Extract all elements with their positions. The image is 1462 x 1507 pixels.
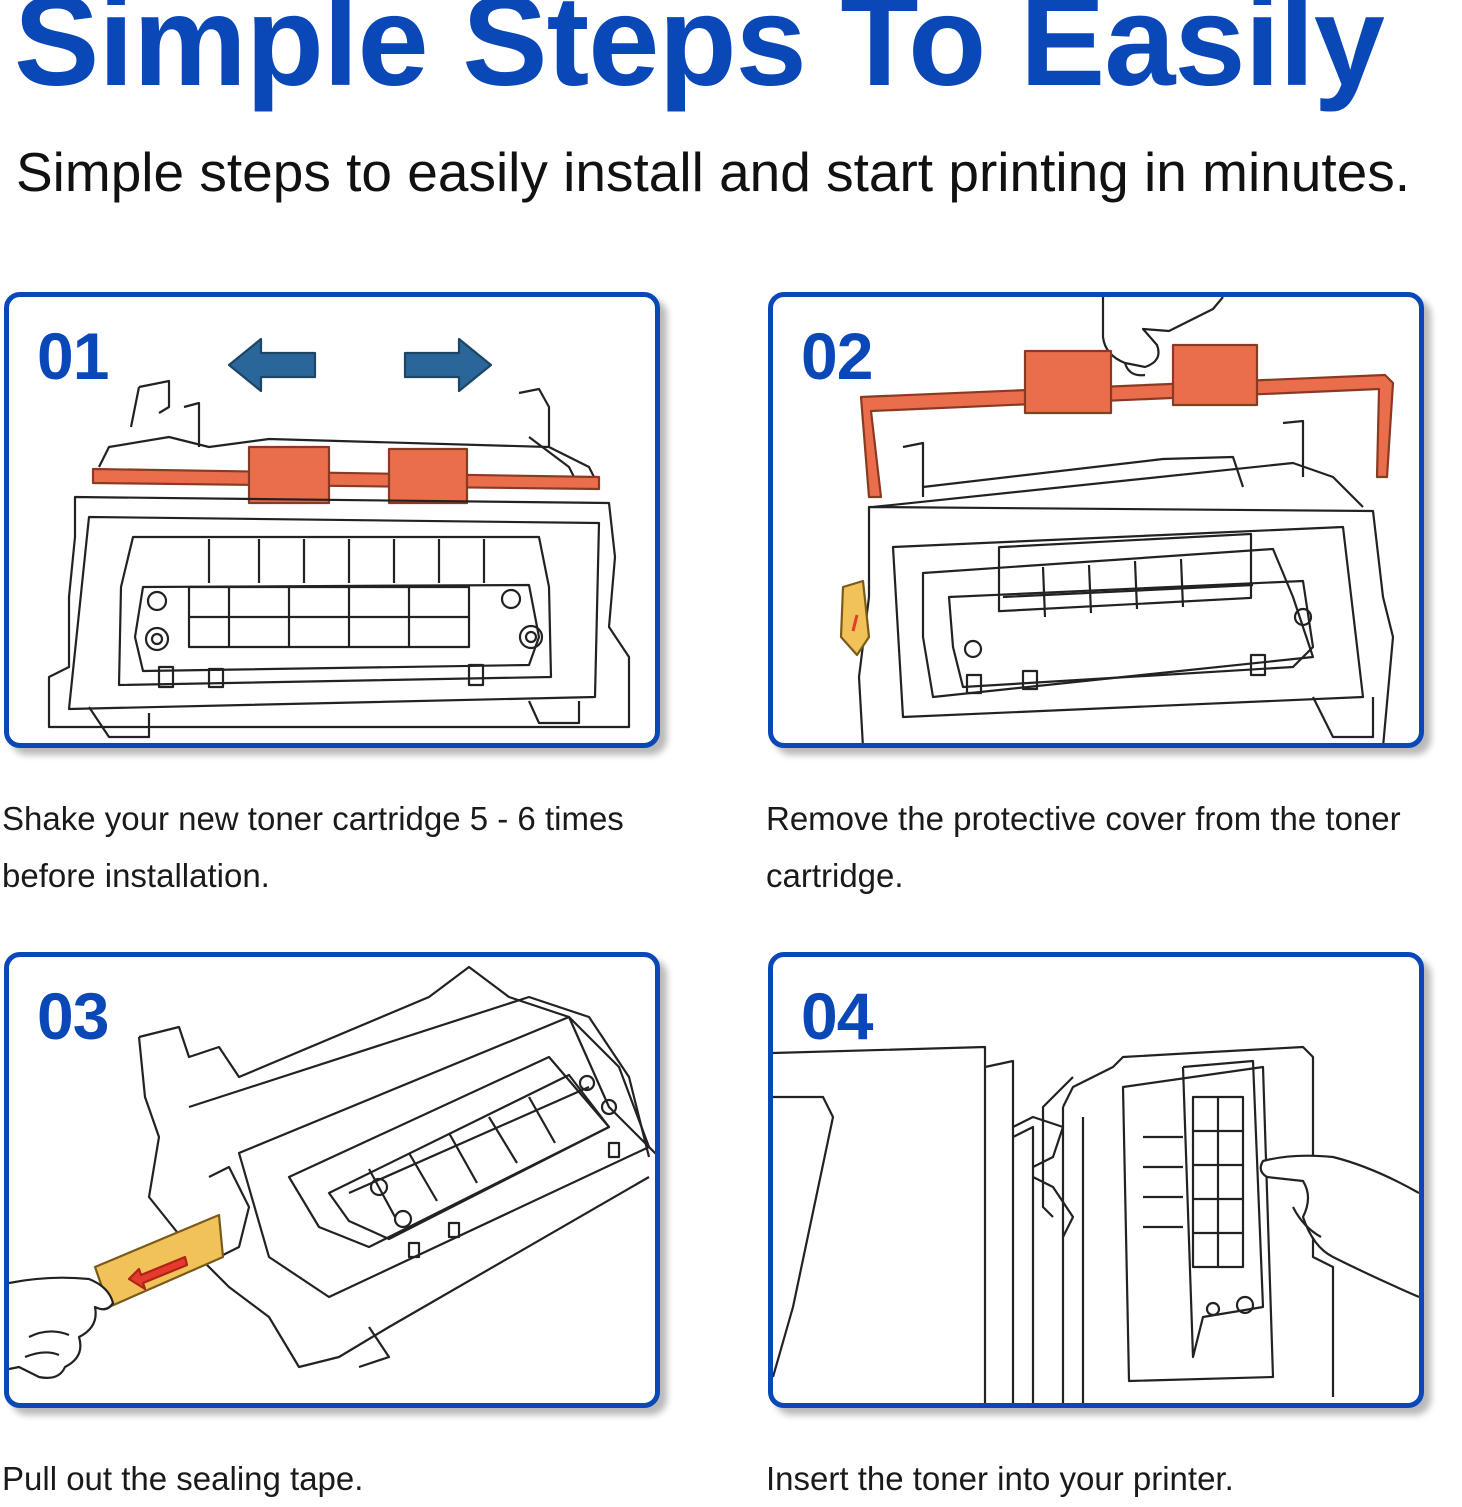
remove-protective-cover-illustration bbox=[839, 297, 1395, 743]
step-1-caption: Shake your new toner cartridge 5 - 6 tim… bbox=[2, 800, 624, 894]
insert-toner-into-printer-illustration bbox=[773, 1045, 1419, 1403]
step-4-caption: Insert the toner into your printer. bbox=[766, 1460, 1234, 1497]
step-1-panel: 01 bbox=[4, 292, 660, 748]
page-title: Simple Steps To Easily bbox=[14, 0, 1385, 113]
step-3-panel: 03 bbox=[4, 952, 660, 1408]
step-3-caption: Pull out the sealing tape. bbox=[2, 1460, 364, 1497]
step-4-number: 04 bbox=[801, 979, 873, 1053]
right-arrow-icon bbox=[403, 337, 493, 393]
page-subtitle: Simple steps to easily install and start… bbox=[16, 141, 1410, 203]
toner-cartridge-icon bbox=[1121, 1065, 1275, 1383]
hand-icon bbox=[1259, 1154, 1419, 1299]
step-2-number: 02 bbox=[801, 319, 873, 393]
toner-cartridge-shake-illustration bbox=[47, 337, 631, 739]
step-3-number: 03 bbox=[37, 979, 109, 1053]
hand-icon bbox=[1101, 297, 1224, 369]
step-2-caption: Remove the protective cover from the ton… bbox=[766, 800, 1401, 894]
step-4-panel: 04 bbox=[768, 952, 1424, 1408]
hand-icon bbox=[9, 1276, 115, 1379]
step-1-number: 01 bbox=[37, 319, 109, 393]
pull-sealing-tape-illustration bbox=[9, 965, 655, 1379]
left-arrow-icon bbox=[227, 337, 317, 393]
step-2-panel: 02 bbox=[768, 292, 1424, 748]
